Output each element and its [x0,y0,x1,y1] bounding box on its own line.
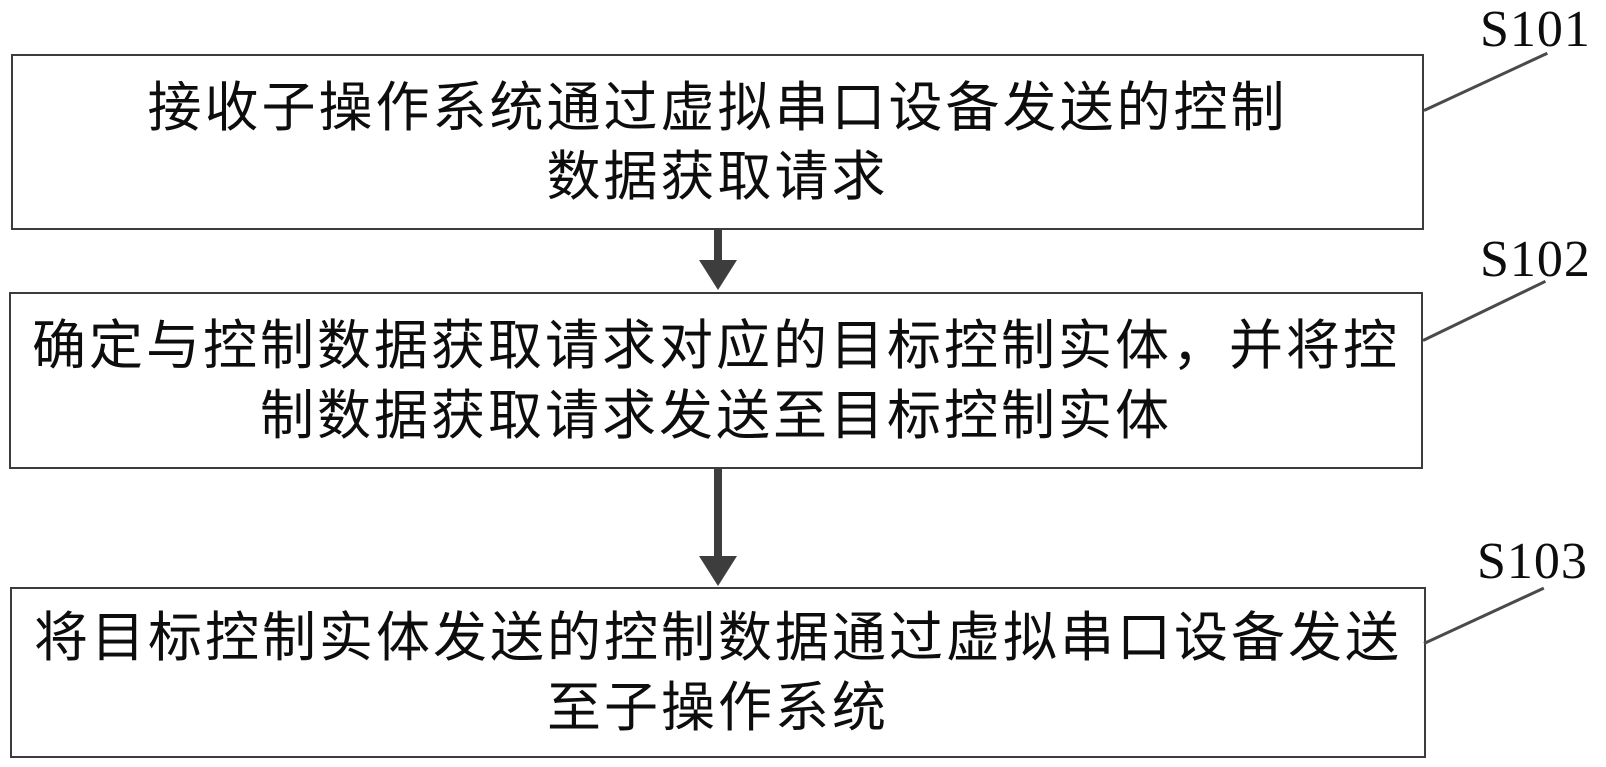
step-s103-text-line-2: 至子操作系统 [547,675,889,739]
arrow-stem [714,469,722,560]
step-box-s102: 确定与控制数据获取请求对应的目标控制实体，并将控 制数据获取请求发送至目标控制实… [9,292,1423,469]
step-label-s102: S102 [1480,231,1591,288]
step-s102-text-line-1: 确定与控制数据获取请求对应的目标控制实体，并将控 [32,314,1400,378]
flow-arrow-s102-to-s103 [699,469,737,586]
step-s102-text-line-2: 制数据获取请求发送至目标控制实体 [260,383,1172,447]
step-box-s103: 将目标控制实体发送的控制数据通过虚拟串口设备发送 至子操作系统 [10,587,1426,758]
step-label-s101: S101 [1480,1,1591,58]
step-s101-text-line-1: 接收子操作系统通过虚拟串口设备发送的控制 [147,75,1288,139]
arrow-down-icon [699,260,737,290]
step-s101-text-line-2: 数据获取请求 [546,145,889,208]
step-s103-text-line-1: 将目标控制实体发送的控制数据通过虚拟串口设备发送 [34,606,1402,670]
arrow-down-icon [699,556,737,586]
flow-arrow-s101-to-s102 [699,230,737,290]
step-box-s101: 接收子操作系统通过虚拟串口设备发送的控制 数据获取请求 [11,54,1424,230]
arrow-stem [714,230,722,264]
step-label-s103: S103 [1477,533,1588,590]
leader-line-s103 [1423,586,1545,645]
leader-line-s102 [1422,279,1547,342]
leader-line-s101 [1423,51,1548,112]
